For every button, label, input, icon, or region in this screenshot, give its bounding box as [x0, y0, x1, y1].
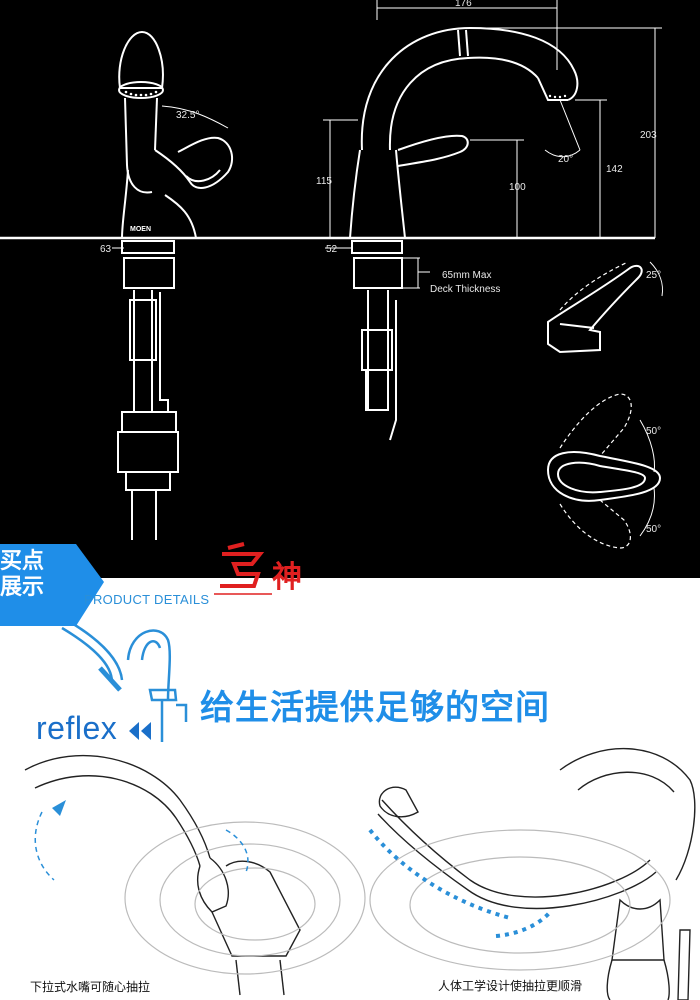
dim-63: 63: [100, 244, 112, 255]
dim-52: 52: [326, 244, 338, 255]
ergonomic-faucet-illustration: [377, 747, 696, 1000]
spray-dots-front: [548, 94, 567, 99]
faucet-brand-mark: MOEN: [130, 226, 151, 233]
badge-line2: 展示: [0, 575, 45, 600]
rotation-arrow-right: [225, 829, 249, 873]
dim-115: 115: [316, 176, 332, 187]
caption-pull-out: 下拉式水嘴可随心抽拉: [30, 980, 151, 994]
badge-line1: 买点: [0, 549, 45, 574]
angle-arc-32: [161, 105, 229, 129]
handle-detail-side: [547, 264, 643, 354]
watermark-logo: 神: [214, 540, 324, 602]
reflex-logo: reflex: [36, 710, 153, 747]
dim-176: 176: [455, 0, 472, 9]
reflex-faucet-icon: [61, 620, 188, 742]
faucet-front-view: [349, 26, 579, 441]
faucet-side-view: [117, 30, 234, 540]
deck-thickness-line1: 65mm Max: [442, 270, 491, 281]
dim-angle-32-5: 32.5°: [176, 110, 199, 121]
headline: 给生活提供足够的空间: [200, 688, 550, 728]
technical-drawing-panel: MOEN 32.5° 63: [0, 0, 700, 578]
product-illustrations: [24, 620, 696, 1000]
dim-angle-50-bottom: 50°: [646, 524, 661, 535]
technical-drawing: MOEN 32.5° 63: [0, 0, 663, 549]
pull-path-arrow: [368, 828, 511, 920]
deck-thickness-line2: Deck Thickness: [430, 284, 500, 295]
dim-100: 100: [509, 182, 526, 193]
caption-ergonomic: 人体工学设计使抽拉更顺滑: [438, 979, 583, 993]
reflex-logo-text: reflex: [36, 710, 118, 746]
handle-detail-top: [546, 451, 662, 502]
dim-203: 203: [640, 130, 657, 141]
pull-out-faucet-illustration: [24, 754, 301, 996]
product-details-section: [0, 578, 700, 1000]
rotation-arrow-left: [34, 811, 55, 881]
spray-dots: [124, 90, 158, 97]
handle-dashed-arc: [559, 261, 629, 311]
dim-angle-25: 25°: [646, 270, 661, 281]
selling-point-badge: 买点 展示: [0, 544, 104, 626]
dim-angle-20: 20°: [558, 154, 573, 165]
watermark-text: 神: [272, 560, 302, 595]
double-arrow-icon: [128, 721, 151, 740]
product-details-heading: PRODUCT DETAILS: [84, 592, 210, 607]
dim-angle-50-top: 50°: [646, 426, 661, 437]
dim-142: 142: [606, 164, 623, 175]
